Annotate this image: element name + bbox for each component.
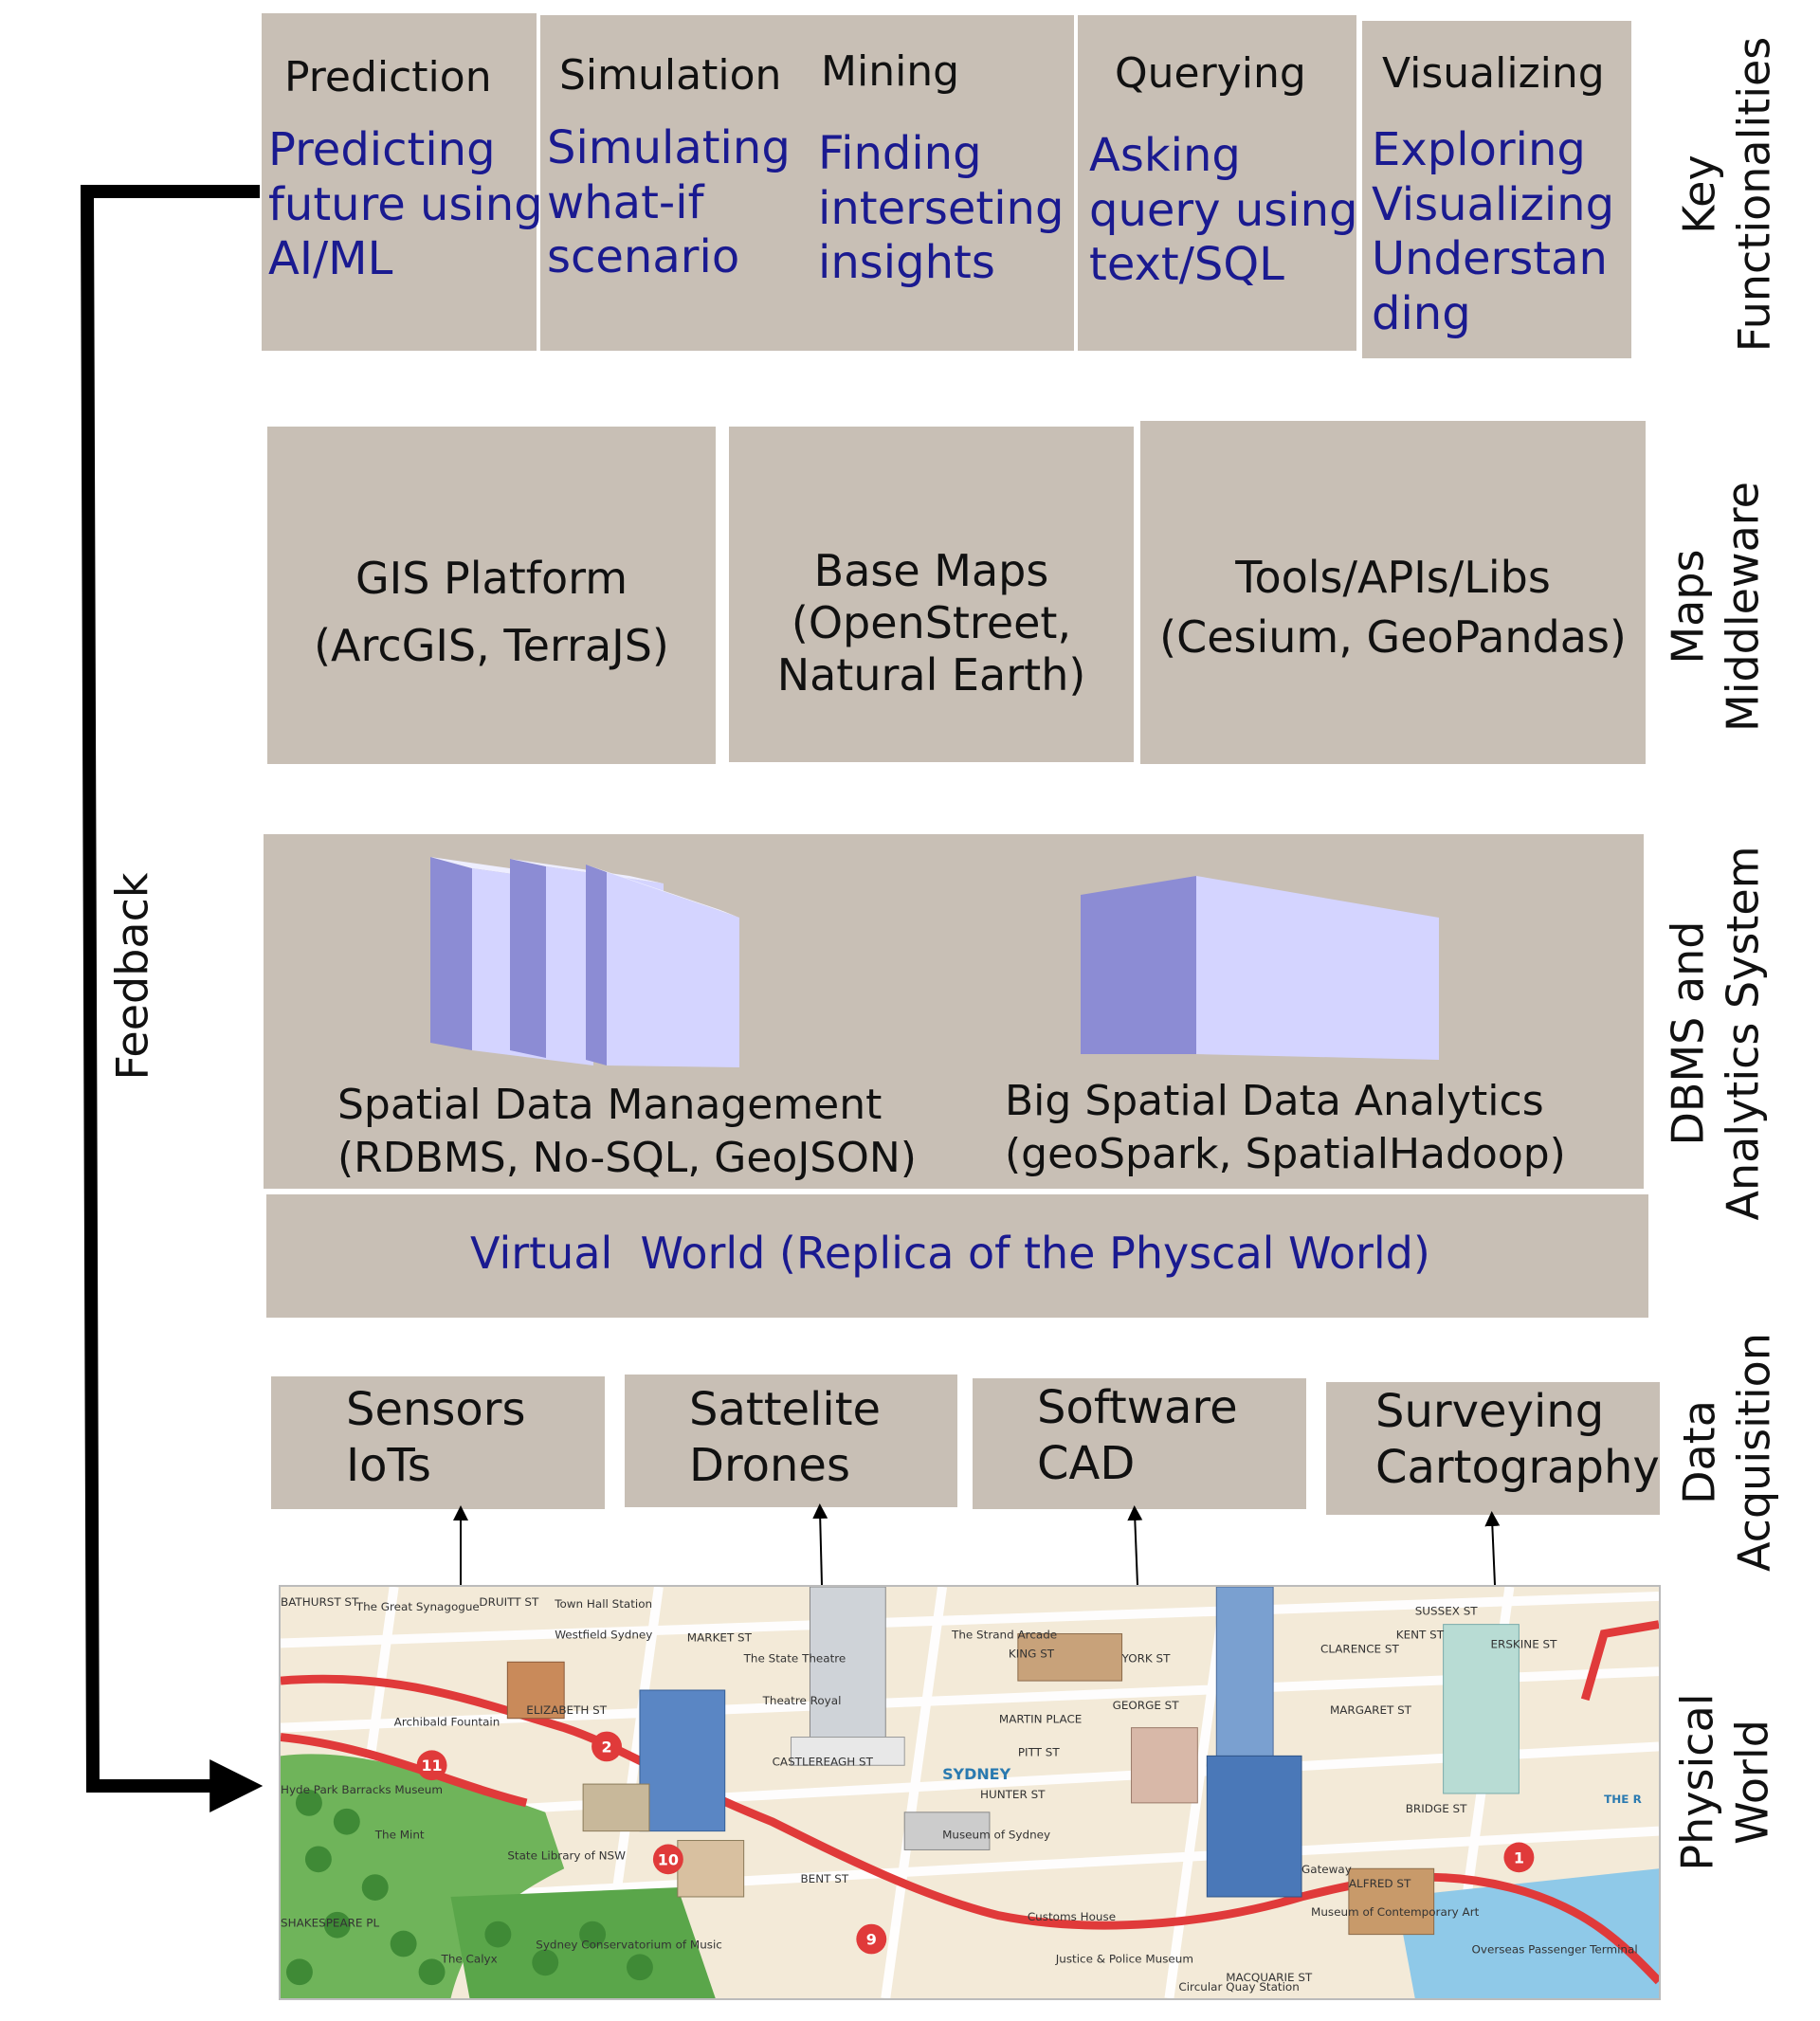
acq-label-surveying: Surveying Cartography: [1375, 1385, 1660, 1494]
street-label: GEORGE ST: [1113, 1699, 1180, 1712]
acq-arrow-surveying: [1484, 1511, 1501, 1586]
street-label: DRUITT ST: [479, 1595, 539, 1609]
middleware-box-gis: [267, 427, 716, 764]
layer-label-maps-middleware: Maps Middleware: [1662, 482, 1769, 732]
street-label: BENT ST: [800, 1872, 848, 1885]
place-label: THE R: [1604, 1793, 1642, 1806]
acq-label-satellite: Sattelite Drones: [689, 1383, 882, 1492]
layer-label-physical-world: Physical World: [1671, 1693, 1778, 1871]
tour-stop-11: 11: [416, 1750, 447, 1781]
place-label: Overseas Passenger Terminal: [1472, 1942, 1638, 1956]
place-label: The Mint: [374, 1829, 425, 1842]
big-spatial-analytics-sub: (geoSpark, SpatialHadoop): [1005, 1130, 1566, 1178]
func-box-prediction: [262, 13, 537, 351]
street-label: CLARENCE ST: [1320, 1642, 1400, 1655]
tour-stop-10-label: 10: [658, 1850, 679, 1868]
place-label: Circular Quay Station: [1178, 1980, 1299, 1994]
place-label: Town Hall Station: [554, 1597, 652, 1611]
acq-arrow-satellite: [812, 1503, 828, 1586]
place-label: Hyde Park Barracks Museum: [281, 1783, 443, 1796]
street-label: HUNTER ST: [980, 1788, 1046, 1801]
virtual-world-box: [266, 1194, 1648, 1318]
func-desc-mining: Finding interseting insights: [818, 127, 1065, 290]
tour-stop-11-label: 11: [421, 1757, 442, 1775]
street-label: MARTIN PLACE: [999, 1713, 1082, 1726]
acq-arrow-software: [1127, 1505, 1143, 1586]
street-label: YORK ST: [1121, 1651, 1172, 1665]
func-box-querying: [1078, 15, 1356, 351]
tour-stop-9: 9: [856, 1923, 887, 1955]
func-desc-simulation: Simulating what-if scenario: [547, 121, 791, 284]
middleware-label-gis: GIS Platform (ArcGIS, TerraJS): [314, 553, 669, 672]
street-label: ELIZABETH ST: [526, 1703, 608, 1717]
tour-stop-10: 10: [652, 1844, 683, 1875]
place-label: The Great Synagogue: [355, 1600, 480, 1613]
big-spatial-analytics-label: Big Spatial Data Analytics: [1005, 1077, 1544, 1125]
tour-stop-9-label: 9: [866, 1931, 877, 1949]
place-label: The State Theatre: [743, 1651, 846, 1665]
map-label-sydney: SYDNEY: [942, 1765, 1011, 1783]
tour-stop-1-label: 1: [1514, 1848, 1524, 1866]
street-label: MARGARET ST: [1330, 1703, 1412, 1717]
street-label: ERSKINE ST: [1490, 1637, 1557, 1650]
street-label: PITT ST: [1018, 1745, 1061, 1758]
place-label: The Calyx: [441, 1952, 498, 1965]
street-label: CASTLEREAGH ST: [773, 1755, 874, 1768]
street-label: SHAKESPEARE PL: [281, 1917, 379, 1930]
street-label: BRIDGE ST: [1406, 1802, 1467, 1815]
city-map: 11 2 10 9 1 SYDNEY SUSSEX ST KENT ST CLA…: [279, 1585, 1661, 2000]
func-title-prediction: Prediction: [284, 53, 492, 101]
middleware-box-basemaps: [729, 427, 1134, 762]
acq-label-software: Software CAD: [1037, 1381, 1238, 1490]
acq-box-sensors: [271, 1376, 605, 1509]
street-label: KENT ST: [1396, 1629, 1445, 1642]
place-label: Customs House: [1028, 1910, 1116, 1923]
place-label: Museum of Sydney: [942, 1829, 1050, 1842]
place-label: State Library of NSW: [507, 1848, 626, 1862]
func-desc-prediction: Predicting future using AI/ML: [268, 123, 543, 286]
tour-stop-1: 1: [1503, 1842, 1535, 1873]
street-label: KING ST: [1009, 1647, 1055, 1660]
func-desc-querying: Asking query using text/SQL: [1089, 129, 1358, 292]
spatial-data-management-label: Spatial Data Management: [337, 1081, 883, 1129]
func-title-mining: Mining: [821, 47, 960, 96]
func-title-visualizing: Visualizing: [1382, 49, 1605, 98]
middleware-label-basemaps: Base Maps (OpenStreet, Natural Earth): [776, 545, 1086, 701]
tour-stop-2-label: 2: [602, 1738, 612, 1756]
func-title-simulation: Simulation: [559, 51, 782, 100]
street-label: BATHURST ST: [281, 1595, 359, 1609]
place-label: Archibald Fountain: [394, 1716, 500, 1729]
acq-box-satellite: [625, 1375, 957, 1507]
place-label: The Strand Arcade: [951, 1629, 1057, 1642]
street-label: MACQUARIE ST: [1226, 1971, 1313, 1984]
acq-box-software: [973, 1378, 1306, 1509]
tree-icons: [285, 1790, 653, 1986]
layer-label-dbms: DBMS and Analytics System: [1662, 846, 1769, 1221]
street-label: ALFRED ST: [1349, 1877, 1411, 1890]
acq-box-surveying: [1326, 1382, 1660, 1515]
middleware-label-tools: Tools/APIs/Libs (Cesium, GeoPandas): [1159, 552, 1627, 664]
tour-stop-2: 2: [592, 1731, 623, 1762]
layer-label-key-functionalities: Key Functionalities: [1673, 36, 1780, 353]
place-label: Justice & Police Museum: [1055, 1952, 1193, 1965]
place-label: Museum of Contemporary Art: [1311, 1905, 1480, 1919]
func-title-querying: Querying: [1115, 49, 1306, 98]
building-icons: [506, 1587, 1520, 1936]
street-label: MARKET ST: [687, 1631, 753, 1645]
spatial-data-management-sub: (RDBMS, No-SQL, GeoJSON): [337, 1134, 917, 1182]
func-desc-visualizing: Exploring Visualizing Understan ding: [1372, 123, 1615, 340]
layer-label-data-acquisition: Data Acquisition: [1673, 1333, 1780, 1572]
place-label: Westfield Sydney: [555, 1629, 652, 1642]
place-label: Sydney Conservatorium of Music: [536, 1939, 722, 1952]
feedback-label: Feedback: [106, 872, 158, 1081]
acq-label-sensors: Sensors IoTs: [346, 1383, 526, 1492]
func-box-simulation-mining: [540, 15, 1074, 351]
place-label: Gateway: [1301, 1863, 1352, 1876]
middleware-box-tools: [1140, 421, 1646, 764]
street-label: SUSSEX ST: [1415, 1605, 1479, 1618]
place-label: Theatre Royal: [762, 1694, 842, 1707]
tour-stop-markers: 11 2 10 9 1: [416, 1731, 1535, 1955]
func-box-visualizing: [1362, 21, 1631, 358]
virtual-world-label: Virtual World (Replica of the Physcal Wo…: [470, 1228, 1430, 1279]
